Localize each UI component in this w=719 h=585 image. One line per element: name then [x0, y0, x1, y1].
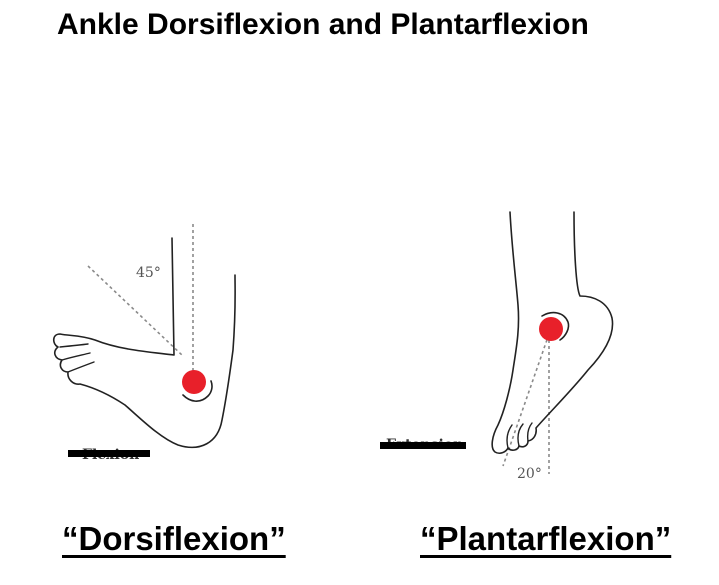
dorsiflexion-caption: “Dorsiflexion” — [62, 520, 286, 557]
dorsiflexion-redaction-bar — [68, 450, 150, 457]
plantarflexion-figure: 20° Extension — [380, 211, 614, 482]
plantarflexion-angle-label: 20° — [517, 466, 542, 482]
dorsiflexion-toe-lines — [59, 343, 95, 373]
page-title: Ankle Dorsiflexion and Plantarflexion — [57, 8, 589, 41]
dorsiflexion-joint-marker — [182, 370, 206, 394]
plantarflexion-redaction-bar — [380, 442, 466, 449]
plantarflexion-angle-guide — [502, 333, 550, 467]
dorsiflexion-angle-label: 45° — [136, 265, 161, 281]
dorsiflexion-ankle-bone — [182, 380, 213, 402]
dorsiflexion-figure: 45° Flexion — [52, 224, 236, 463]
plantarflexion-ankle-bone — [541, 311, 570, 341]
dorsiflexion-foot-outline — [52, 237, 236, 449]
plantarflexion-joint-marker — [539, 317, 563, 341]
plantarflexion-toe-lines — [506, 422, 533, 449]
dorsiflexion-angle-guide — [87, 265, 184, 357]
plantarflexion-caption: “Plantarflexion” — [420, 520, 672, 557]
